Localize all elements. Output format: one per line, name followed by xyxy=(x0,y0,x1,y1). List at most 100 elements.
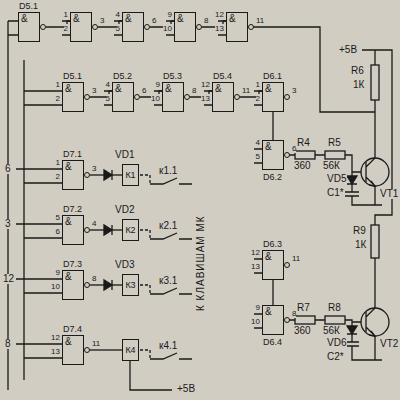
mechanical-link xyxy=(140,175,150,359)
relay-name: К1 xyxy=(125,170,135,180)
component-label: 12 xyxy=(2,274,15,284)
contact-symbol xyxy=(150,178,192,359)
component-label: R7 xyxy=(296,303,311,313)
component-label: 56К xyxy=(322,326,341,336)
component-label: 56К xyxy=(322,161,341,171)
component-label: VT1 xyxy=(379,189,399,199)
component-label: 1К xyxy=(352,80,365,90)
wire-connector xyxy=(90,229,122,230)
component-label: C1* xyxy=(326,188,345,198)
input-stub xyxy=(54,224,62,238)
pin-number: 2 xyxy=(56,94,60,103)
pin-number: 6 xyxy=(142,86,146,95)
pin-number: 9 xyxy=(56,268,60,277)
pin-number: 5 xyxy=(256,152,260,161)
wire-connector xyxy=(90,174,122,175)
part-designator: D7.3 xyxy=(63,259,82,269)
relay-name: К2 xyxy=(125,225,135,235)
input-stub xyxy=(62,21,70,35)
gate-symbol: & xyxy=(63,336,83,347)
logic-gate: D6.4& xyxy=(262,305,284,335)
component-label: к2.1 xyxy=(158,221,178,231)
gate-symbol: & xyxy=(63,271,83,282)
logic-gate: D6.2& xyxy=(262,140,284,170)
pin-number: 1 xyxy=(256,80,260,89)
component-label: R8 xyxy=(327,303,342,313)
pin-number: 4 xyxy=(92,219,96,228)
gate-symbol: & xyxy=(263,251,283,262)
pin-number: 12 xyxy=(251,248,260,257)
logic-gate: & xyxy=(174,12,196,42)
resistor-symbol xyxy=(295,65,379,324)
input-stub xyxy=(54,169,62,183)
part-designator: D6.1 xyxy=(263,71,282,81)
pin-number: 1 xyxy=(56,158,60,167)
logic-gate: D5.3& xyxy=(162,82,184,112)
component-label: +5В xyxy=(338,45,358,55)
diode-symbol xyxy=(104,170,357,334)
component-label: R6 xyxy=(350,66,365,76)
gate-symbol: & xyxy=(123,13,143,24)
gate-symbol: & xyxy=(63,216,83,227)
pin-number: 13 xyxy=(51,347,60,356)
component-label: 1К xyxy=(354,240,367,250)
part-designator: D7.4 xyxy=(63,324,82,334)
component-label: VT2 xyxy=(379,339,399,349)
gate-symbol: & xyxy=(63,161,83,172)
pin-number: 1 xyxy=(56,80,60,89)
wire xyxy=(8,21,392,390)
component-label: C2* xyxy=(326,352,345,362)
pin-number: 5 xyxy=(56,213,60,222)
component-label: к1.1 xyxy=(158,166,178,176)
component-label: к3.1 xyxy=(158,276,178,286)
logic-gate: D5.4& xyxy=(212,82,234,112)
component-label: VD3 xyxy=(114,260,135,270)
component-label: +5В xyxy=(176,384,196,394)
pin-number: 13 xyxy=(251,262,260,271)
component-label: к4.1 xyxy=(158,341,178,351)
part-designator: D5.4 xyxy=(213,71,232,81)
pin-number: 11 xyxy=(242,86,250,95)
pin-number: 8 xyxy=(204,16,208,25)
pin-number: 2 xyxy=(56,172,60,181)
logic-gate: D5.1& xyxy=(62,82,84,112)
relay-coil: К3 xyxy=(122,274,139,296)
component-label: VD2 xyxy=(114,205,135,215)
part-designator: D5.1 xyxy=(63,71,82,81)
part-designator: D5.2 xyxy=(113,71,132,81)
input-stub xyxy=(104,91,112,105)
part-designator: D6.2 xyxy=(263,172,282,182)
part-designator: D6.3 xyxy=(263,239,282,249)
pin-number: 4 xyxy=(256,138,260,147)
pin-number: 11 xyxy=(92,339,100,348)
pin-number: 3 xyxy=(100,16,104,25)
input-stub xyxy=(254,91,262,105)
input-stub xyxy=(54,91,62,105)
logic-gate: & xyxy=(226,12,248,42)
part-designator: D7.2 xyxy=(63,204,82,214)
component-label: VD6 xyxy=(326,338,347,348)
pin-number: 10 xyxy=(251,317,260,326)
component-label: 3 xyxy=(4,219,12,229)
pin-number: 11 xyxy=(292,254,300,263)
wire-connector xyxy=(272,112,273,140)
pin-number: 5 xyxy=(106,94,110,103)
pin-number: 10 xyxy=(163,24,172,33)
wire-connector xyxy=(90,284,122,285)
part-designator: D6.4 xyxy=(263,337,282,347)
pin-number: 12 xyxy=(201,80,210,89)
logic-gate: D6.1& xyxy=(262,82,284,112)
pin-number: 8 xyxy=(92,274,96,283)
pin-number: 12 xyxy=(215,10,224,19)
logic-gate: D5.2& xyxy=(112,82,134,112)
component-label: VD5 xyxy=(326,174,347,184)
component-label: 360 xyxy=(293,161,312,171)
note: К КЛАВИШАМ МК xyxy=(196,214,206,312)
logic-gate: D7.1& xyxy=(62,160,84,190)
part-designator: D5.1 xyxy=(19,1,38,11)
gate-symbol: & xyxy=(63,83,83,94)
pin-number: 4 xyxy=(116,10,120,19)
input-stub xyxy=(10,21,18,35)
pin-number: 10 xyxy=(151,94,160,103)
relay-coil: К1 xyxy=(122,164,139,186)
